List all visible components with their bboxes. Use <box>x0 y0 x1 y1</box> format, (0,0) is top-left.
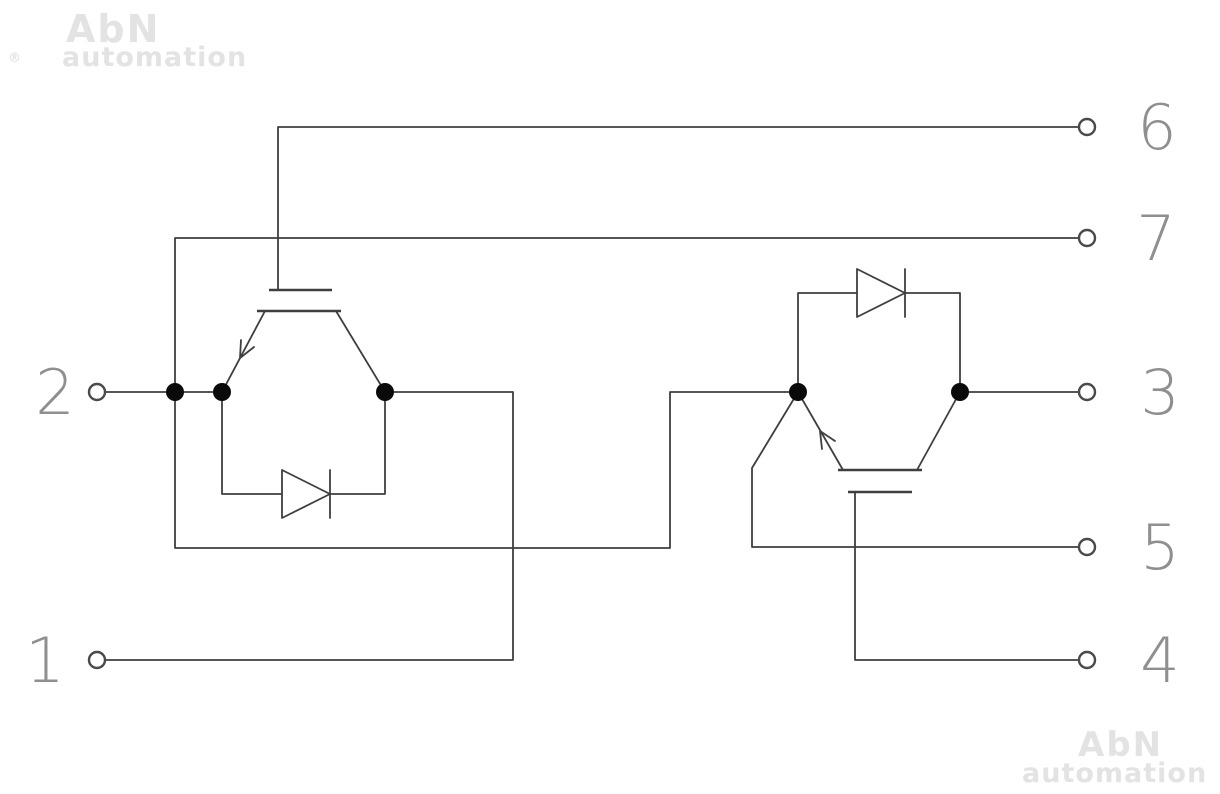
wire-collector1-to-terminal1 <box>96 391 514 661</box>
terminals: 6 7 3 5 4 2 1 <box>25 91 1179 697</box>
terminal-4-label: 4 <box>1140 624 1179 697</box>
watermark-brand: AbN <box>1078 725 1163 765</box>
watermark-brand: AbN <box>66 7 160 51</box>
terminal-5-label: 5 <box>1140 511 1179 584</box>
q2-emitter-arrow-icon <box>819 430 836 450</box>
terminal-2-pin <box>87 382 107 402</box>
d2-anode-triangle <box>856 268 906 318</box>
terminal-6-pin <box>1077 117 1097 137</box>
watermark-top-left: ® AbN automation <box>8 7 247 73</box>
terminal-3-label: 3 <box>1140 356 1179 429</box>
junction-emitter1 <box>213 383 231 401</box>
q1-collector-lead <box>335 310 386 393</box>
igbt-q2 <box>797 391 961 494</box>
d1-anode-triangle <box>281 469 331 519</box>
terminal-3-pin <box>1077 382 1097 402</box>
terminal-3: 3 <box>1077 356 1180 429</box>
wire-terminal7-emitter1-bus <box>174 237 1088 549</box>
q1-emitter-lead <box>221 310 266 393</box>
q1-emitter-arrow-icon <box>239 339 255 359</box>
terminal-2: 2 <box>35 356 107 429</box>
junction-collector2 <box>951 383 969 401</box>
terminal-1-label: 1 <box>25 624 64 697</box>
terminal-1: 1 <box>25 624 107 697</box>
junction-dots <box>166 383 969 401</box>
terminal-5-pin <box>1077 537 1097 557</box>
terminal-6: 6 <box>1077 91 1177 164</box>
diode-d2 <box>856 268 906 318</box>
diode-d1 <box>281 469 331 519</box>
registered-mark: ® <box>8 51 21 66</box>
terminal-1-pin <box>87 650 107 670</box>
terminal-2-label: 2 <box>35 356 74 429</box>
terminal-6-label: 6 <box>1137 91 1176 164</box>
watermark-subtitle: automation <box>62 42 247 73</box>
terminal-4-pin <box>1077 650 1097 670</box>
terminal-7-label: 7 <box>1136 202 1175 275</box>
junction-collector1 <box>376 383 394 401</box>
terminal-7-pin <box>1077 228 1097 248</box>
watermark-bottom-right: AbN automation <box>1022 725 1207 789</box>
terminal-5: 5 <box>1077 511 1180 584</box>
wire-diode2-loop <box>797 292 961 393</box>
wire-gate2-to-terminal4 <box>854 491 1088 661</box>
junction-emitter2 <box>789 383 807 401</box>
igbt-q1 <box>221 288 386 393</box>
terminal-4: 4 <box>1077 624 1180 697</box>
wire-emitter2-to-terminal5 <box>751 391 1088 548</box>
terminal-7: 7 <box>1077 202 1176 275</box>
wire-diode1-loop <box>221 391 386 495</box>
watermark-subtitle: automation <box>1022 758 1207 789</box>
wire-terminal6-to-gate1 <box>277 126 1088 291</box>
circuit-wires <box>96 126 1088 661</box>
q2-collector-lead <box>916 391 961 471</box>
junction-emitter1-aux <box>166 383 184 401</box>
